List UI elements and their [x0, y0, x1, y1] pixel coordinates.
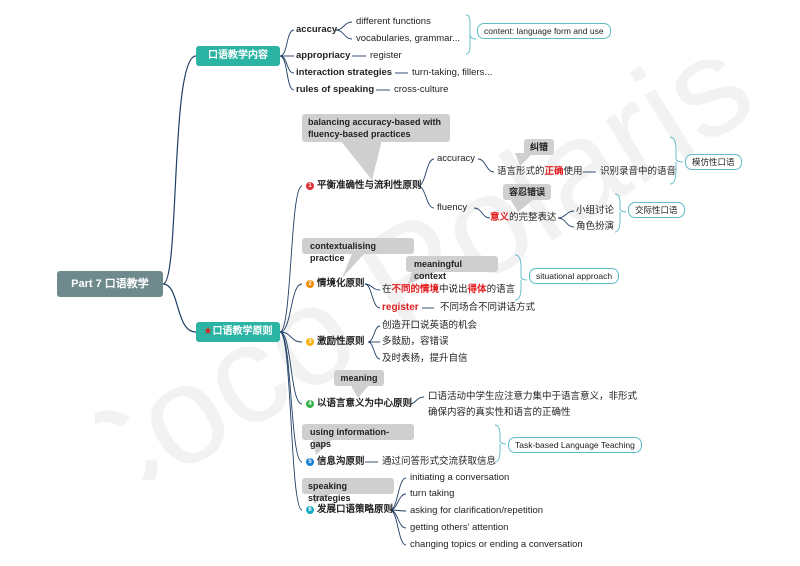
leaf-praise: 及时表扬，提升自信	[382, 353, 468, 364]
leaf-register-detail: 不同场合不同讲话方式	[440, 302, 536, 313]
leaf-authenticity: 确保内容的真实性和语言的正确性	[428, 407, 571, 418]
callout-information-gaps: using information-gaps	[302, 424, 414, 449]
leaf-clarification: asking for clarification/repetition	[410, 505, 544, 516]
note-task-based: Task-based Language Teaching	[508, 437, 642, 453]
node-p1-fluency: fluency	[437, 202, 468, 213]
branch-speaking-content: 口语教学内容	[196, 46, 280, 66]
leaf-turn-taking: turn-taking, fillers...	[412, 67, 493, 78]
note-communicative-speaking: 交际性口语	[628, 202, 685, 218]
leaf-identify-audio: 识别录音中的语音	[600, 166, 677, 177]
branch-label: 口语教学原则	[212, 326, 273, 337]
branch-speaking-principles: ★口语教学原则	[196, 322, 280, 342]
callout-speaking-strategies: speaking strategies	[302, 478, 394, 503]
number-badge: 6	[306, 506, 314, 514]
leaf-encourage: 多鼓励，容错误	[382, 336, 449, 347]
number-badge: 3	[306, 338, 314, 346]
node-accuracy: accuracy	[296, 24, 338, 35]
callout-meaningful-context: meaningful context	[406, 256, 498, 281]
leaf-cross-culture: cross-culture	[394, 84, 449, 95]
principle-3-label: 激励性原则	[317, 336, 365, 347]
node-p1-accuracy: accuracy	[437, 153, 476, 164]
callout-tolerate-errors: 容忍错误	[503, 184, 551, 200]
root-node: Part 7 口语教学	[57, 271, 163, 297]
leaf-different-functions: different functions	[356, 16, 431, 27]
leaf-create-opportunities: 创造开口说英语的机会	[382, 320, 478, 331]
node-appropriacy: appropriacy	[296, 50, 351, 61]
leaf-group-discussion: 小组讨论	[576, 205, 615, 216]
number-badge: 5	[306, 458, 314, 466]
leaf-focus-meaning: 口语活动中学生应注意力集中于语言意义，非形式	[428, 391, 638, 402]
leaf-different-situations: 在不同的情境中说出得体的语言	[382, 284, 516, 295]
principle-1-label: 平衡准确性与流利性原则	[317, 180, 422, 191]
leaf-initiating: initiating a conversation	[410, 472, 510, 483]
leaf-register-label: register	[382, 302, 419, 313]
note-content-form-use: content: language form and use	[477, 23, 611, 39]
number-badge: 1	[306, 182, 314, 190]
callout-balancing: balancing accuracy-based with fluency-ba…	[302, 114, 450, 142]
leaf-role-play: 角色扮演	[576, 221, 615, 232]
note-situational-approach: situational approach	[529, 268, 620, 284]
principle-5-label: 信息沟原则	[317, 456, 365, 467]
callout-meaning: meaning	[334, 370, 384, 386]
star-icon: ★	[203, 326, 213, 337]
leaf-attention: getting others' attention	[410, 522, 509, 533]
leaf-question-answer: 通过问答形式交流获取信息	[382, 456, 497, 467]
callout-correction: 纠错	[524, 139, 554, 155]
leaf-changing-topics: changing topics or ending a conversation	[410, 539, 583, 550]
number-badge: 4	[306, 400, 314, 408]
node-rules-of-speaking: rules of speaking	[296, 84, 375, 95]
leaf-form-correct-use: 语言形式的正确使用	[497, 166, 583, 177]
node-interaction-strategies: interaction strategies	[296, 67, 393, 78]
leaf-vocab-grammar: vocabularies, grammar...	[356, 33, 461, 44]
principle-4-label: 以语言意义为中心原则	[317, 398, 413, 409]
leaf-register: register	[370, 50, 402, 61]
leaf-meaning-expression: 意义的完整表达	[490, 212, 557, 223]
principle-6-label: 发展口语策略原则	[317, 504, 394, 515]
callout-contextualising: contextualising practice	[302, 238, 414, 263]
note-imitative-speaking: 模仿性口语	[685, 154, 742, 170]
number-badge: 2	[306, 280, 314, 288]
principle-2-label: 情境化原则	[317, 278, 365, 289]
leaf-turn-taking: turn taking	[410, 488, 455, 499]
